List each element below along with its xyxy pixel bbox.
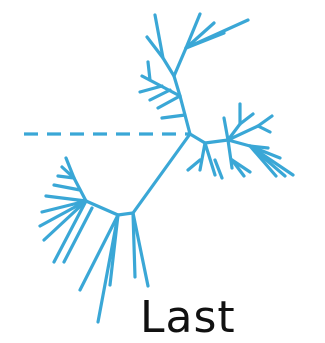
- upper-clade-branch: [174, 48, 186, 76]
- right-clade-branch: [188, 160, 200, 170]
- phylogenetic-tree-diagram: [0, 0, 325, 336]
- right-clade-branch: [258, 126, 270, 132]
- lower-clade-branch: [98, 215, 118, 322]
- central-branch: [190, 134, 205, 143]
- upper-clade-branch: [163, 58, 174, 76]
- right-clade-branch: [224, 118, 228, 140]
- right-clade-branch: [228, 140, 250, 146]
- lower-clade-branch: [46, 196, 86, 201]
- upper-clade-branch: [148, 62, 150, 80]
- upper-clade-branch: [158, 96, 180, 108]
- right-clade-branch: [258, 116, 272, 126]
- lower-clade-trunk: [133, 134, 190, 213]
- lower-clade-branch: [118, 213, 133, 215]
- right-clade-branch: [200, 143, 205, 170]
- caption-label: Last: [140, 296, 236, 340]
- upper-clade-branch: [140, 86, 162, 92]
- lower-clade-branch: [54, 185, 80, 190]
- right-clade-branch: [240, 114, 253, 124]
- right-clade-branch: [228, 140, 232, 168]
- right-clade-branch: [205, 140, 228, 143]
- upper-clade-branch: [150, 90, 170, 100]
- upper-clade-branch: [162, 115, 185, 118]
- right-clade-branch: [205, 143, 215, 175]
- tree-branches: [24, 14, 293, 322]
